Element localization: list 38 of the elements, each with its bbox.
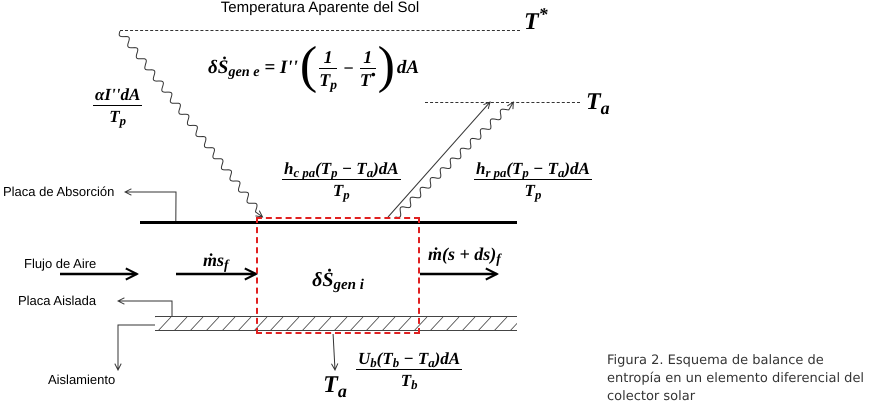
arrow (176, 267, 258, 281)
control-volume (256, 217, 420, 334)
equation-text: dA (396, 56, 420, 80)
ambient-temperature-label: T$_{a}$ (323, 371, 347, 402)
arrow (420, 267, 498, 281)
leader-line (118, 297, 173, 316)
fraction-numerator: h$_{c pa}$(T$_{p}$ − T$_{a}$)dA (283, 160, 400, 177)
absorber-plate (140, 221, 517, 224)
edge-label: ṁs$_{f}$ (203, 250, 229, 270)
edge-label: ṁ(s + ds)$_{f}$ (428, 244, 501, 264)
temperature-label: T$^{*}$ (524, 9, 548, 35)
leader-line (124, 188, 176, 222)
fraction-denominator: T$^{•}$ (360, 70, 376, 88)
parenthesis: ( (300, 40, 318, 92)
insulation-label: Aislamiento (48, 371, 116, 390)
wavy-arrow (118, 30, 264, 218)
ambient-temperature-line (425, 102, 580, 104)
wavy-arrow (394, 102, 514, 218)
entropy-term: δṠ$_{gen i}$ (312, 268, 364, 294)
plate-label: Placa de Absorción (3, 183, 114, 202)
fraction-numerator: 1 (362, 48, 374, 66)
fraction-denominator: T$_{b}$ (400, 372, 418, 389)
figure-caption: Figura 2. Esquema de balance de entropía en un elemento diferencial del colector solar (607, 352, 866, 406)
leader-line (114, 324, 156, 370)
minus-sign: − (342, 56, 354, 80)
insulated-plate (155, 316, 517, 331)
temperature-label: T$_{a}$ (586, 89, 610, 115)
equation-text: δṠ$_{gen e}$ = I'' (208, 56, 298, 82)
fraction-numerator: αI''dA (94, 86, 142, 103)
arrow (330, 334, 338, 370)
line-title: Temperatura Aparente del Sol (220, 0, 420, 15)
plate-label: Placa Aislada (18, 292, 96, 310)
fraction-numerator: U$_{b}$(T$_{b}$ − T$_{a}$)dA (357, 350, 462, 367)
flow-label: Flujo de Aire (24, 255, 96, 273)
parenthesis: ) (378, 40, 395, 92)
fraction-numerator: 1 (322, 48, 334, 66)
arrow (388, 102, 491, 218)
fraction-numerator: h$_{r pa}$(T$_{p}$ − T$_{a}$)dA (475, 160, 591, 177)
